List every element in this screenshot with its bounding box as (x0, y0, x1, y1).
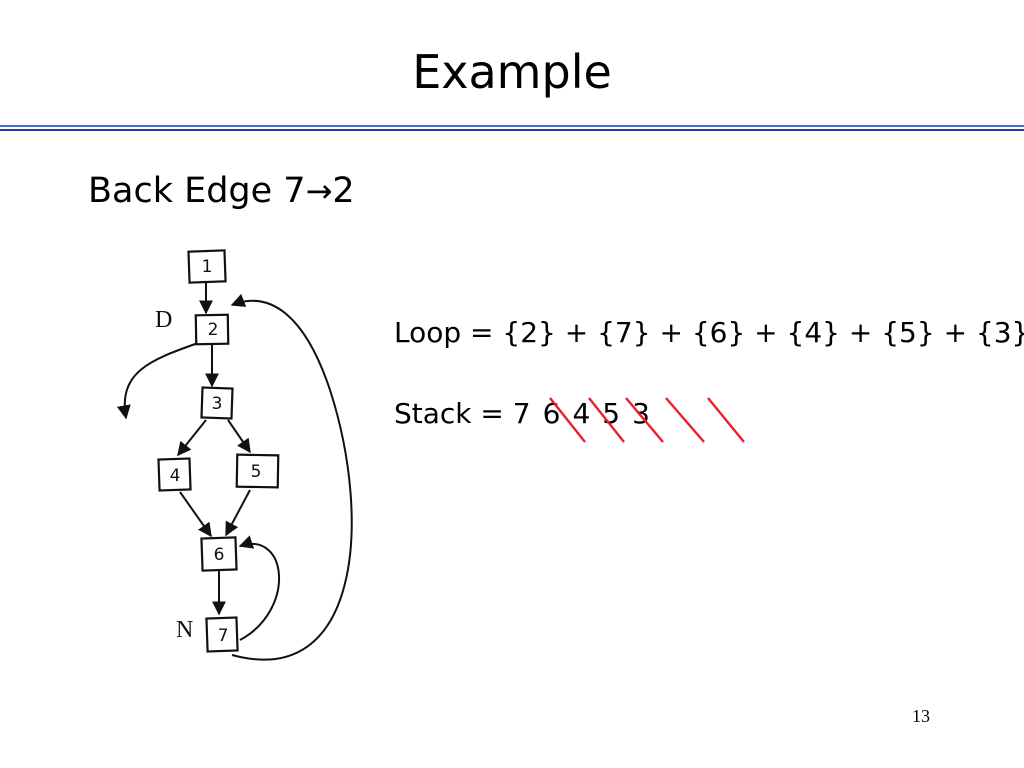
marker-n: N (176, 617, 193, 643)
edge-5-6 (225, 489, 251, 537)
subtitle-prefix: Back Edge 7 (88, 171, 306, 211)
stack-label: Stack = (394, 397, 513, 430)
node-label: 7 (218, 626, 229, 646)
title-divider (0, 125, 1024, 131)
node-5: 5 (235, 453, 280, 489)
strike-4 (588, 397, 625, 443)
node-2: 2 (194, 313, 230, 346)
edge-7-6 (238, 535, 280, 641)
edge-3-5 (227, 419, 251, 454)
strike-6 (549, 397, 586, 443)
node-label: 6 (214, 545, 225, 565)
node-3: 3 (200, 386, 234, 420)
stack-item: 4 (572, 397, 591, 430)
node-4: 4 (157, 457, 192, 492)
strike-3 (665, 397, 705, 443)
arrow-icon: → (305, 172, 333, 210)
edge-3-4 (177, 419, 207, 457)
node-label: 5 (251, 462, 262, 482)
strike-extra (707, 397, 745, 443)
node-6: 6 (200, 536, 238, 572)
node-label: 1 (202, 257, 213, 277)
page-number: 13 (912, 706, 930, 726)
node-label: 3 (212, 394, 223, 414)
node-label: 4 (170, 466, 181, 486)
edge-2-exit (116, 342, 199, 420)
slide-title: Example (412, 45, 612, 99)
subtitle: Back Edge 7→2 (88, 168, 355, 214)
node-label: 2 (208, 320, 219, 340)
subtitle-target: 2 (332, 171, 355, 211)
stack-item: 7 (512, 397, 531, 430)
node-7: 7 (205, 616, 239, 653)
node-1: 1 (187, 249, 227, 284)
loop-text: Loop = {2} + {7} + {6} + {4} + {5} + {3} (394, 316, 1024, 349)
edge-4-6 (179, 491, 212, 538)
strike-5 (625, 397, 664, 443)
edge-7-2-back (230, 293, 353, 661)
marker-d: D (155, 307, 172, 333)
